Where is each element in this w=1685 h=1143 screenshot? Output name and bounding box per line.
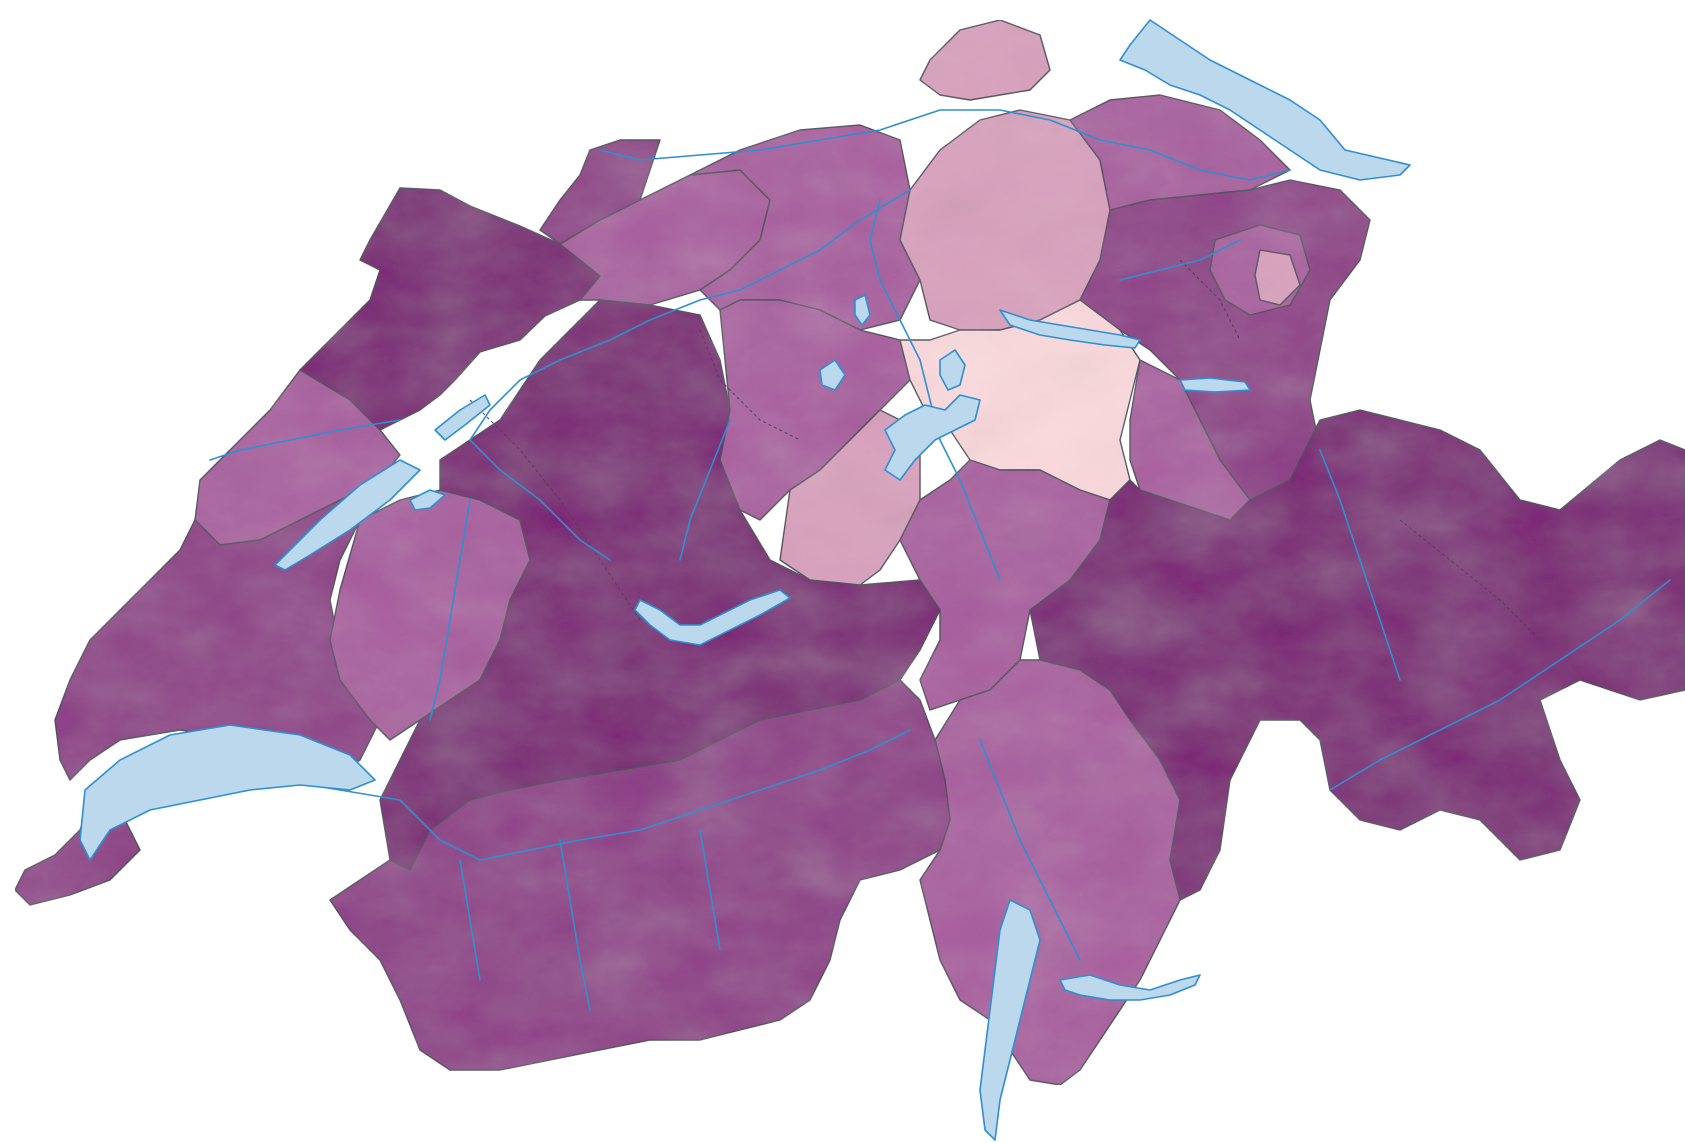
region-appenzell-inner xyxy=(1254,249,1301,306)
river-valais-side-1 xyxy=(559,839,591,1011)
lake-lucerne xyxy=(884,394,981,481)
lake-maggiore xyxy=(979,899,1041,1141)
river-saane xyxy=(429,499,471,721)
river-valais-side-2 xyxy=(699,829,721,951)
district-border-1 xyxy=(469,399,641,621)
river-reuss xyxy=(869,199,1001,581)
lake-constance xyxy=(1119,19,1411,181)
lakes-layer xyxy=(79,19,1411,1141)
river-thur xyxy=(1119,239,1241,281)
region-ticino xyxy=(919,659,1181,1086)
district-border-3 xyxy=(1179,259,1241,341)
lake-sempach xyxy=(819,359,846,391)
river-ticino xyxy=(979,739,1081,961)
lake-walen xyxy=(1179,377,1251,393)
region-jura-neuchatel xyxy=(299,187,601,431)
river-doubs xyxy=(209,419,401,461)
region-graubunden xyxy=(1029,409,1685,901)
lake-geneva xyxy=(79,724,376,861)
river-valais-side-3 xyxy=(459,859,481,981)
lake-hallwil xyxy=(854,294,871,326)
region-thurgau xyxy=(1069,94,1291,211)
lake-biel xyxy=(434,394,491,441)
district-border-2 xyxy=(699,329,801,441)
river-hinterrhein xyxy=(1319,449,1401,681)
lake-zurich xyxy=(999,309,1141,349)
lake-neuchatel xyxy=(274,459,421,571)
lake-lugano xyxy=(1059,974,1201,1001)
lake-thun-brienz xyxy=(634,589,791,646)
region-zurich xyxy=(899,109,1111,331)
river-inn xyxy=(1329,579,1671,791)
lake-murten xyxy=(409,489,446,511)
river-emme xyxy=(679,419,731,561)
region-schaffhausen xyxy=(919,19,1051,101)
lake-zug xyxy=(939,349,966,391)
cantons-layer xyxy=(14,19,1685,1086)
river-rhine xyxy=(599,109,1291,181)
district-border-4 xyxy=(1399,519,1541,641)
district-borders-layer xyxy=(469,259,1541,641)
region-basel xyxy=(539,139,661,245)
river-aare xyxy=(469,189,911,561)
